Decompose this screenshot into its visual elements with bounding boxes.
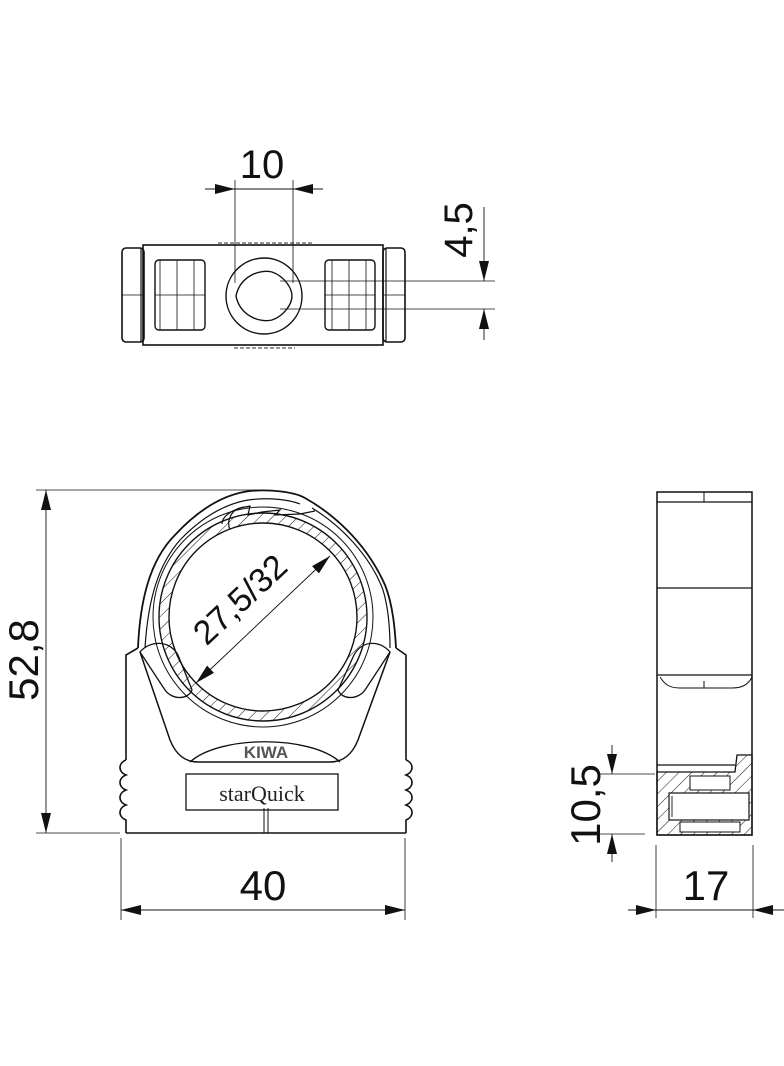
front-view: KIWA starQuick 27,5/32 52,8 40 xyxy=(0,489,413,920)
left-cradle-slot xyxy=(139,642,193,699)
dim-hole-height: 4,5 xyxy=(437,202,481,258)
left-ribbed-edge xyxy=(119,759,129,833)
kiwa-mark: KIWA xyxy=(244,743,288,762)
right-ribbed-edge xyxy=(403,759,413,833)
top-view: 10 4,5 xyxy=(121,143,495,349)
clamp-outer-shell xyxy=(137,489,397,649)
dim-depth: 17 xyxy=(683,862,730,909)
left-grip xyxy=(154,259,206,331)
dim-width: 40 xyxy=(240,862,287,909)
dim-base-height: 10,5 xyxy=(562,764,609,846)
dim-hole-width: 10 xyxy=(240,143,285,187)
brand-label-box xyxy=(185,773,339,811)
brand-label: starQuick xyxy=(219,781,305,806)
mounting-hole-slot xyxy=(235,270,293,322)
base-section xyxy=(656,754,753,836)
mounting-hole-ring xyxy=(225,257,303,335)
side-view: 10,5 17 xyxy=(562,491,784,918)
right-grip xyxy=(324,259,376,331)
right-cradle-slot xyxy=(337,642,391,699)
dim-height: 52,8 xyxy=(0,619,47,701)
